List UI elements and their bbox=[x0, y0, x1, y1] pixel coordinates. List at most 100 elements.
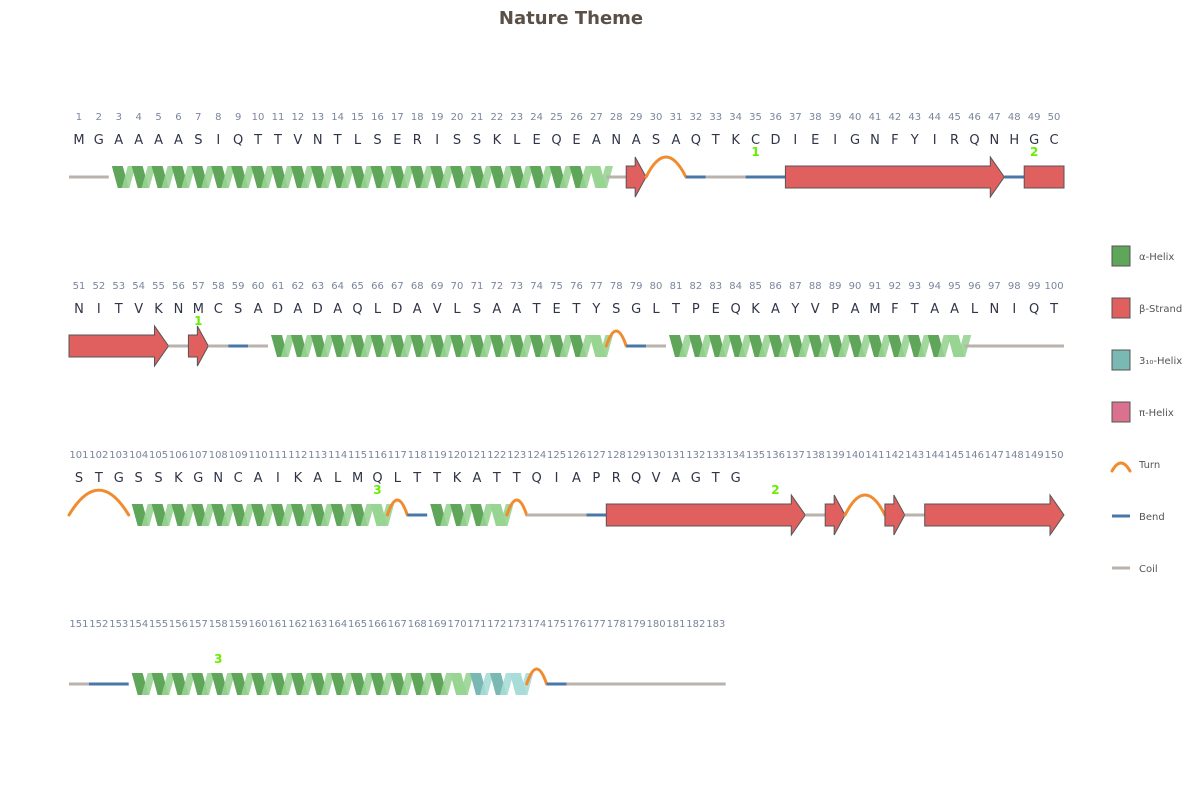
residue-number: 24 bbox=[530, 112, 543, 123]
residue-letter: S bbox=[473, 302, 481, 317]
residue-number: 85 bbox=[749, 281, 762, 292]
residue-number: 180 bbox=[647, 619, 666, 630]
residue-number: 70 bbox=[451, 281, 464, 292]
legend: α-Helixβ-Strand3₁₀-Helixπ-HelixTurnBendC… bbox=[1110, 245, 1182, 575]
residue-letter: S bbox=[373, 133, 381, 148]
residue-number: 117 bbox=[388, 450, 407, 461]
residue-letter: E bbox=[393, 133, 401, 148]
residue-number: 156 bbox=[169, 619, 188, 630]
residue-number: 22 bbox=[490, 112, 503, 123]
residue-letter: A bbox=[592, 133, 601, 148]
residue-number: 26 bbox=[570, 112, 583, 123]
residue-letter: K bbox=[294, 471, 303, 486]
residue-letter: L bbox=[453, 302, 461, 317]
disulfide-bond-label: 1 bbox=[194, 314, 202, 328]
residue-letter: P bbox=[692, 302, 700, 317]
residue-number: 121 bbox=[467, 450, 486, 461]
diagram-title: Nature Theme bbox=[498, 8, 644, 29]
residue-letter: T bbox=[412, 471, 421, 486]
residue-letter: T bbox=[711, 471, 720, 486]
residue-number: 145 bbox=[945, 450, 964, 461]
residue-number: 88 bbox=[809, 281, 822, 292]
residue-number: 17 bbox=[391, 112, 404, 123]
residue-number: 93 bbox=[908, 281, 921, 292]
residue-letter: A bbox=[254, 302, 263, 317]
residue-number: 173 bbox=[507, 619, 526, 630]
residue-letter: K bbox=[174, 471, 183, 486]
residue-number: 142 bbox=[885, 450, 904, 461]
residue-letter: T bbox=[910, 302, 919, 317]
residue-number: 163 bbox=[308, 619, 327, 630]
strand-segment bbox=[924, 493, 1065, 537]
residue-letter: S bbox=[473, 133, 481, 148]
residue-number: 132 bbox=[686, 450, 705, 461]
residue-number: 3 bbox=[116, 112, 122, 123]
residue-number: 143 bbox=[905, 450, 924, 461]
residue-number: 59 bbox=[232, 281, 245, 292]
residue-letter: D bbox=[392, 302, 402, 317]
residue-letter: N bbox=[213, 471, 223, 486]
residue-letter: Q bbox=[372, 471, 382, 486]
residue-number: 25 bbox=[550, 112, 563, 123]
residue-number: 39 bbox=[829, 112, 842, 123]
residue-letter: L bbox=[652, 302, 660, 317]
residue-letter: F bbox=[891, 302, 898, 317]
turn-segment bbox=[505, 498, 529, 517]
residue-number: 124 bbox=[527, 450, 546, 461]
residue-number: 94 bbox=[928, 281, 941, 292]
residue-letter: K bbox=[493, 133, 502, 148]
disulfide-bond-label: 2 bbox=[771, 483, 779, 497]
residue-number: 12 bbox=[291, 112, 304, 123]
legend-label: Coil bbox=[1139, 564, 1158, 575]
residue-number: 183 bbox=[706, 619, 725, 630]
residue-number: 138 bbox=[806, 450, 825, 461]
residue-number: 37 bbox=[789, 112, 802, 123]
residue-letter: I bbox=[933, 133, 937, 148]
legend-label: π-Helix bbox=[1139, 408, 1174, 419]
residue-letter: T bbox=[671, 302, 680, 317]
residue-letter: Y bbox=[591, 302, 600, 317]
helix-segment bbox=[271, 335, 614, 357]
residue-letter: G bbox=[850, 133, 860, 148]
residue-letter: M bbox=[352, 471, 363, 486]
residue-number: 42 bbox=[888, 112, 901, 123]
residue-letter: C bbox=[214, 302, 223, 317]
residue-number: 149 bbox=[1025, 450, 1044, 461]
residue-number: 125 bbox=[547, 450, 566, 461]
residue-letter: A bbox=[930, 302, 939, 317]
residue-number: 30 bbox=[650, 112, 663, 123]
legend-swatch bbox=[1111, 349, 1131, 371]
residue-number: 33 bbox=[709, 112, 722, 123]
residue-number: 61 bbox=[272, 281, 285, 292]
residue-number: 97 bbox=[988, 281, 1001, 292]
residue-letter: A bbox=[254, 471, 263, 486]
residue-number: 87 bbox=[789, 281, 802, 292]
residue-number: 108 bbox=[209, 450, 228, 461]
residue-number: 177 bbox=[587, 619, 606, 630]
helix-segment bbox=[669, 335, 972, 357]
residue-letter: H bbox=[1009, 133, 1019, 148]
residue-number: 101 bbox=[69, 450, 88, 461]
residue-number: 105 bbox=[149, 450, 168, 461]
residue-number: 76 bbox=[570, 281, 583, 292]
residue-number: 100 bbox=[1045, 281, 1064, 292]
residue-number: 136 bbox=[766, 450, 785, 461]
disulfide-bond-label: 3 bbox=[214, 652, 222, 666]
residue-number: 114 bbox=[328, 450, 347, 461]
residue-number: 67 bbox=[391, 281, 404, 292]
legend-label: α-Helix bbox=[1139, 252, 1174, 263]
residue-letter: G bbox=[731, 471, 741, 486]
residue-letter: E bbox=[552, 302, 560, 317]
residue-number: 171 bbox=[467, 619, 486, 630]
residue-number: 72 bbox=[490, 281, 503, 292]
residue-number: 107 bbox=[189, 450, 208, 461]
residue-letter: R bbox=[950, 133, 959, 148]
residue-letter: A bbox=[492, 302, 501, 317]
residue-number: 68 bbox=[411, 281, 424, 292]
strand-segment bbox=[784, 155, 1005, 199]
residue-letter: G bbox=[1029, 133, 1039, 148]
residue-number: 90 bbox=[849, 281, 862, 292]
residue-letter: I bbox=[435, 133, 439, 148]
residue-letter: E bbox=[712, 302, 720, 317]
